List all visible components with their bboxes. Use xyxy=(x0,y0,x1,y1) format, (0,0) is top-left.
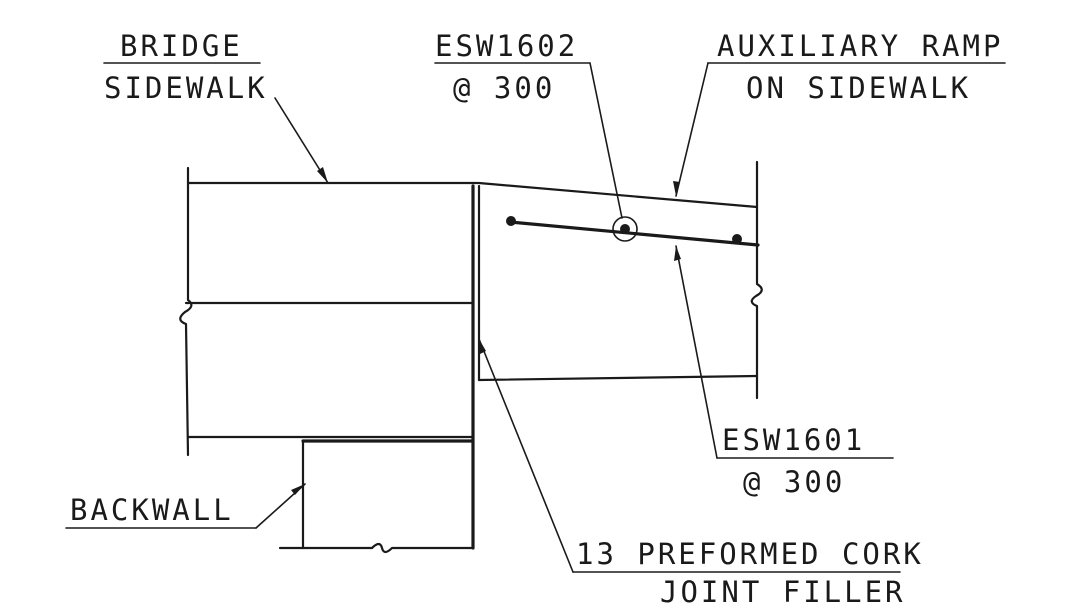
label-esw1602-line2: @ 300 xyxy=(453,71,555,105)
label-backwall: BACKWALL xyxy=(70,493,234,527)
cork-joint-filler xyxy=(471,184,481,550)
label-esw1601-line2: @ 300 xyxy=(743,465,845,499)
leader-bridge-sidewalk xyxy=(103,62,329,184)
bridge-sidewalk-slab xyxy=(179,166,480,457)
auxiliary-ramp-block xyxy=(477,160,763,400)
rebar-esw1602 xyxy=(612,216,638,242)
label-bridge-sidewalk-line1: BRIDGE xyxy=(120,29,243,63)
label-bridge-sidewalk-line2: SIDEWALK xyxy=(104,71,268,105)
label-esw1601-line1: ESW1601 xyxy=(722,423,865,457)
label-cork-line2: JOINT FILLER xyxy=(660,575,906,608)
rebar-esw1601 xyxy=(506,216,760,247)
label-aux-ramp-line1: AUXILIARY RAMP xyxy=(717,29,1003,63)
leader-cork xyxy=(478,338,901,573)
leader-aux-ramp xyxy=(673,62,1006,197)
leader-backwall xyxy=(65,483,306,529)
rebar-end-dot xyxy=(732,234,742,244)
backwall xyxy=(278,439,474,554)
label-cork-line1: 13 PREFORMED CORK xyxy=(576,537,924,571)
leader-esw1602 xyxy=(434,62,623,219)
leader-esw1601 xyxy=(674,245,894,459)
rebar-end-dot xyxy=(506,216,516,226)
label-aux-ramp-line2: ON SIDEWALK xyxy=(746,71,971,105)
label-esw1602-line1: ESW1602 xyxy=(435,29,578,63)
